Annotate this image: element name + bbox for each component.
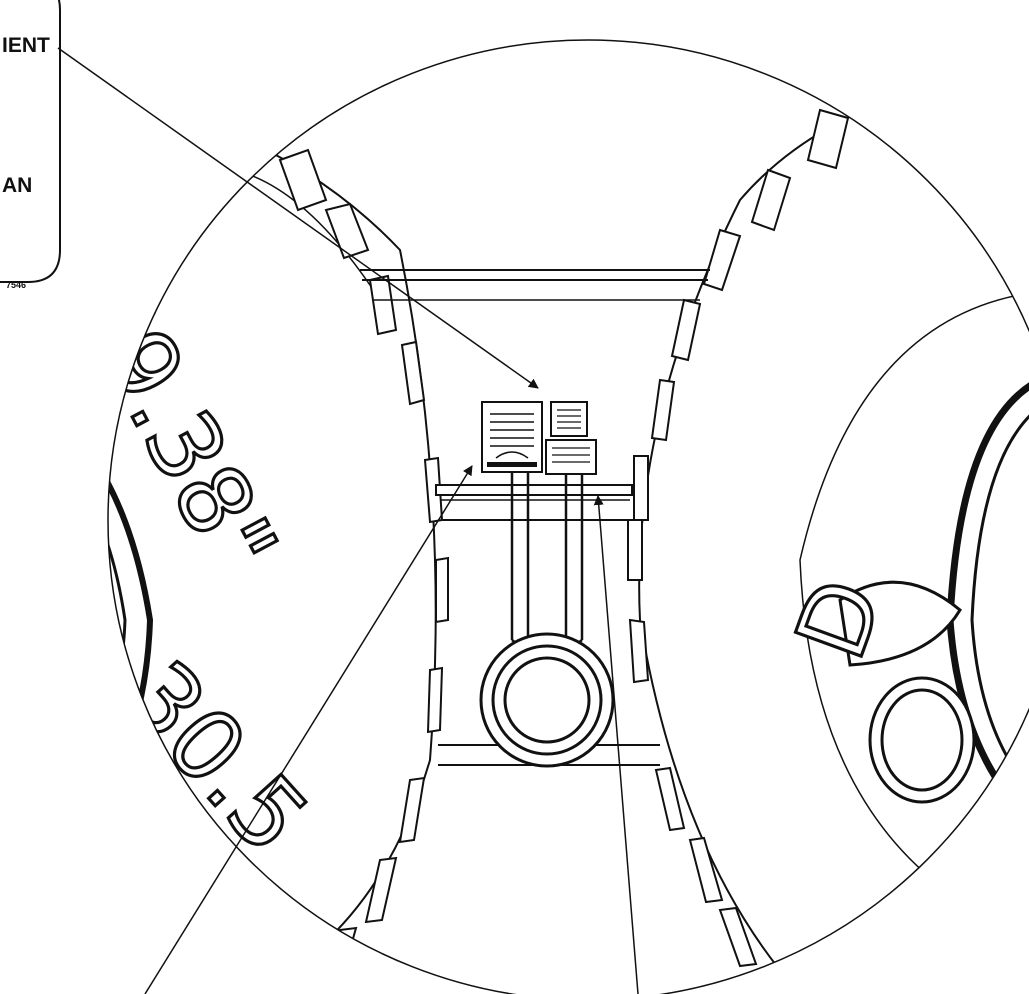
- left-tire: 69.38" 30.5: [108, 68, 449, 994]
- callout-line-2: AN: [2, 174, 32, 197]
- leader-line-right: [593, 495, 639, 994]
- leader-line-left: [144, 465, 473, 994]
- decal-group: [481, 401, 597, 475]
- callout-part-number: 7546: [6, 280, 26, 290]
- decal-small-top: [550, 401, 588, 437]
- leader-lines: [57, 47, 639, 994]
- decal-large: [481, 401, 543, 473]
- leader-line-callout: [57, 47, 539, 389]
- right-tire: D: [627, 58, 1029, 994]
- frame-assembly: [360, 269, 710, 768]
- right-tire-tread: [627, 108, 850, 968]
- callout-line-1: IENT: [2, 34, 50, 57]
- magnified-view: 69.38" 30.5 D: [108, 58, 1029, 994]
- decal-small-bottom: [545, 439, 597, 475]
- magnifier-outline: [107, 39, 1029, 994]
- callout-box: IENT AN 7546: [0, 0, 61, 290]
- tire-letter: D: [774, 565, 905, 673]
